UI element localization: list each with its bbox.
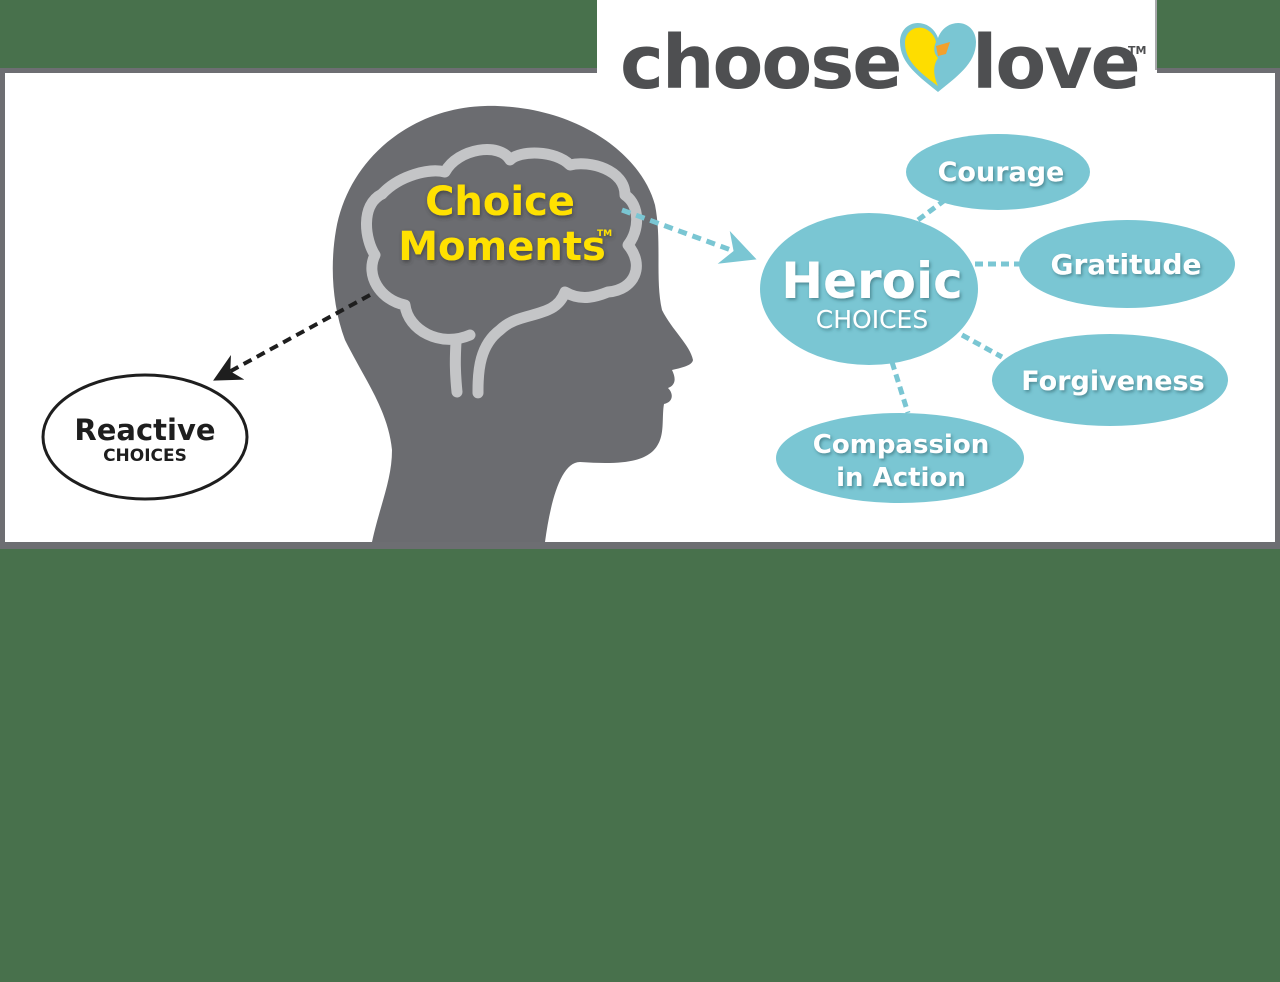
center-label: Choice Moments TM [398,179,612,270]
virtue-label: Gratitude [1050,248,1201,281]
virtue-node-gratitude: Gratitude [1019,220,1235,308]
virtue-label: Forgiveness [1021,366,1204,397]
reactive-subtitle: CHOICES [103,446,187,466]
heroic-title: Heroic [781,252,963,310]
virtue-label: Courage [938,157,1065,188]
virtue-label-line2: in Action [836,463,966,493]
virtue-node-compassion: Compassion in Action [776,413,1024,503]
logo-word-love: love [972,20,1139,106]
heroic-choices-node: Heroic CHOICES [760,213,978,365]
heart-duck-icon [900,22,976,93]
reactive-choices-node: Reactive CHOICES [41,373,249,501]
virtue-node-courage: Courage [906,134,1090,210]
virtue-node-forgiveness: Forgiveness [992,334,1228,426]
logo-trademark: TM [1128,44,1146,57]
heroic-subtitle: CHOICES [816,305,928,334]
arrow-to-heroic [621,207,757,264]
virtue-label-line1: Compassion [813,430,989,460]
logo-word-choose: choose [620,20,900,106]
virtue-connectors [889,197,1020,414]
center-label-trademark: TM [597,229,612,239]
brain-outline [361,144,643,399]
reactive-title: Reactive [74,413,215,447]
logo: choose love TM [597,0,1157,106]
center-label-line1: Choice [425,179,575,225]
center-label-line2: Moments [398,224,606,270]
